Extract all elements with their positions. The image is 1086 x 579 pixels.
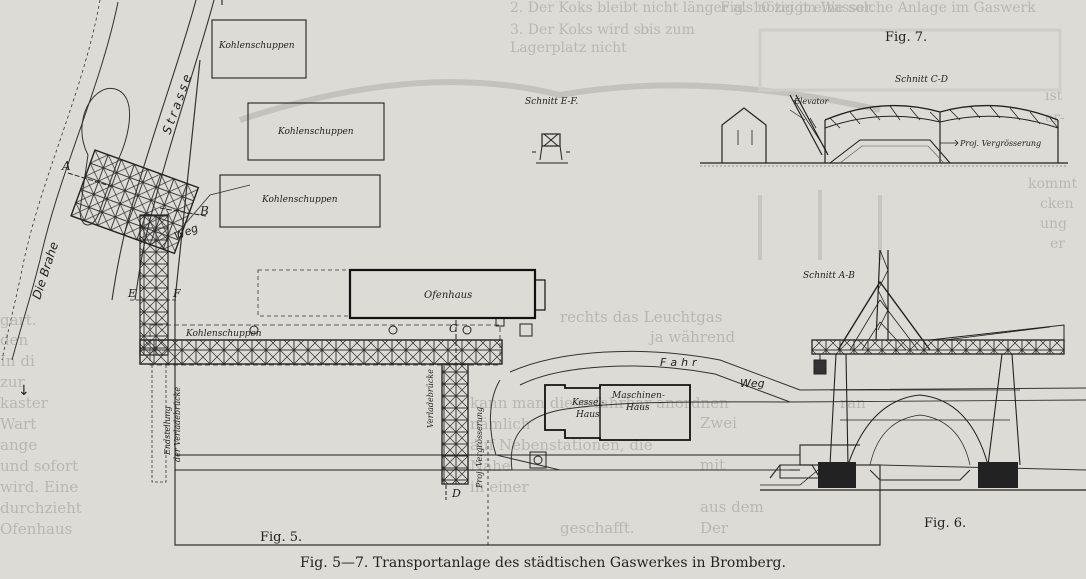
vertical-conveyor-truss [139, 214, 169, 356]
driveway-loop [489, 350, 801, 471]
loading-bridge-label: Verladebrücke [426, 369, 435, 428]
river-label: Die Brahe [30, 240, 62, 301]
river-brahe [11, 1, 119, 361]
bleed-through-layer: 2. Der Koks bleibt nicht länger als nöti… [0, 0, 1077, 538]
kesselhaus-label-2: Haus [575, 410, 600, 420]
ghost-text: Zwei [700, 414, 737, 432]
bridge-end-label-1: Endstellung [163, 406, 172, 456]
proj-enlargement-7-label: Proj. Vergrösserung [959, 139, 1041, 148]
coal-shed-1 [211, 19, 307, 79]
ghost-text: In di [0, 352, 35, 370]
ghost-text: Wart [0, 415, 36, 433]
kesselhaus-maschinenhaus [544, 384, 691, 441]
main-coal-shed-label: Kohlenschuppen [185, 329, 262, 339]
ghost-text: er [1050, 236, 1065, 252]
marker-a: A [61, 159, 71, 173]
maschinenhaus-label-1: Maschinen- [611, 391, 665, 401]
coal-shed-3-label: Kohlenschuppen [261, 195, 338, 205]
bridge-end-label-2: der Verladebrücke [173, 387, 182, 462]
ghost-text: ja während [648, 328, 736, 346]
ghost-text: cken [1040, 196, 1074, 212]
ghost-text: nämlich [470, 415, 531, 433]
street-label: Strasse [160, 70, 196, 136]
ghost-text: durchzieht [0, 499, 82, 517]
fig7-title: Fig. 7. [885, 30, 927, 45]
coal-shed-1-label: Kohlenschuppen [218, 41, 295, 51]
ghost-text: in einer [470, 478, 529, 496]
marker-f: F [172, 287, 181, 300]
projected-building [257, 269, 351, 317]
fahrweg-label-1: Fahr [660, 356, 701, 369]
horizontal-conveyor-truss [139, 339, 503, 365]
ghost-text: aus dem [700, 498, 764, 516]
marker-d: D [451, 487, 461, 500]
section-ef-title: Schnitt E-F. [525, 97, 578, 107]
ghost-text: und sofort [0, 457, 78, 475]
fahrweg-label-2: Weg [740, 377, 765, 390]
loading-bridge [441, 363, 469, 485]
fig6-title: Fig. 6. [924, 516, 966, 531]
ghost-text: geschafft. [560, 519, 635, 537]
maschinenhaus-label-2: Haus [625, 403, 650, 413]
ghost-text: den [0, 331, 28, 349]
coal-shed-2 [247, 102, 385, 161]
ghost-text: mit [700, 456, 725, 474]
ghost-text: rechts das Leuchtgas [560, 308, 722, 326]
flow-arrow-icon: ↓ [18, 383, 30, 399]
coal-shed-3 [219, 174, 381, 228]
elevator-label: Elevator [793, 97, 829, 106]
ghost-text: wird. Eine [0, 478, 78, 496]
fig5-site-plan: Die Brahe ↓ Strasse A B Weg Kohlenschupp… [1, 0, 1086, 546]
ghost-text: ange [0, 436, 37, 454]
ghost-text: Nähe [470, 457, 511, 475]
figure-caption: Fig. 5—7. Transportanlage des städtische… [300, 555, 786, 571]
fig6-section-ab: Schnitt A-B Fig. 6. [760, 249, 1086, 531]
kesselhaus-label-1: Kessel- [571, 398, 604, 408]
fig5-title: Fig. 5. [260, 530, 302, 545]
proj-enlargement-label: Proj. Vergrösserung [475, 407, 484, 489]
section-ab-title: Schnitt A-B [803, 271, 855, 281]
ghost-text: bis zum [640, 22, 695, 38]
fig7-section-cd: Fig. 7. Schnitt C-D Elevator Proj. Vergr… [700, 30, 1068, 167]
section-ef: Schnitt E-F. [525, 97, 578, 164]
ghost-text: 3. Der Koks wird so [510, 22, 649, 38]
ghost-text: er- [1045, 110, 1065, 126]
ghost-text: Fig. 10 zeigt eine solche Anlage im Gasw… [720, 0, 1036, 16]
ghost-text: Der [700, 519, 729, 537]
ofenhaus-label: Ofenhaus [424, 290, 472, 301]
ghost-text: ung [1040, 216, 1067, 232]
marker-e: E [127, 287, 136, 300]
ghost-text: ran [840, 394, 866, 412]
ghost-text: zur [0, 373, 26, 391]
marker-b: B [199, 204, 209, 218]
ghost-text: Lagerplatz nicht [510, 40, 627, 56]
ghost-text: gart. [0, 311, 37, 329]
ghost-text: kaster [0, 394, 49, 412]
ghost-text: 2. Der Koks bleibt nicht länger als nöti… [510, 0, 874, 16]
marker-c: C [449, 322, 458, 335]
ghost-text: kommt [1028, 176, 1077, 192]
ghost-text: ist [1045, 88, 1063, 104]
ghost-text: auf Nebenstationen, die [470, 436, 653, 454]
ghost-text: Ofenhaus [0, 520, 72, 538]
section-cd-title: Schnitt C-D [895, 75, 948, 85]
bridge-end-position [151, 363, 167, 483]
coal-shed-2-label: Kohlenschuppen [277, 127, 354, 137]
